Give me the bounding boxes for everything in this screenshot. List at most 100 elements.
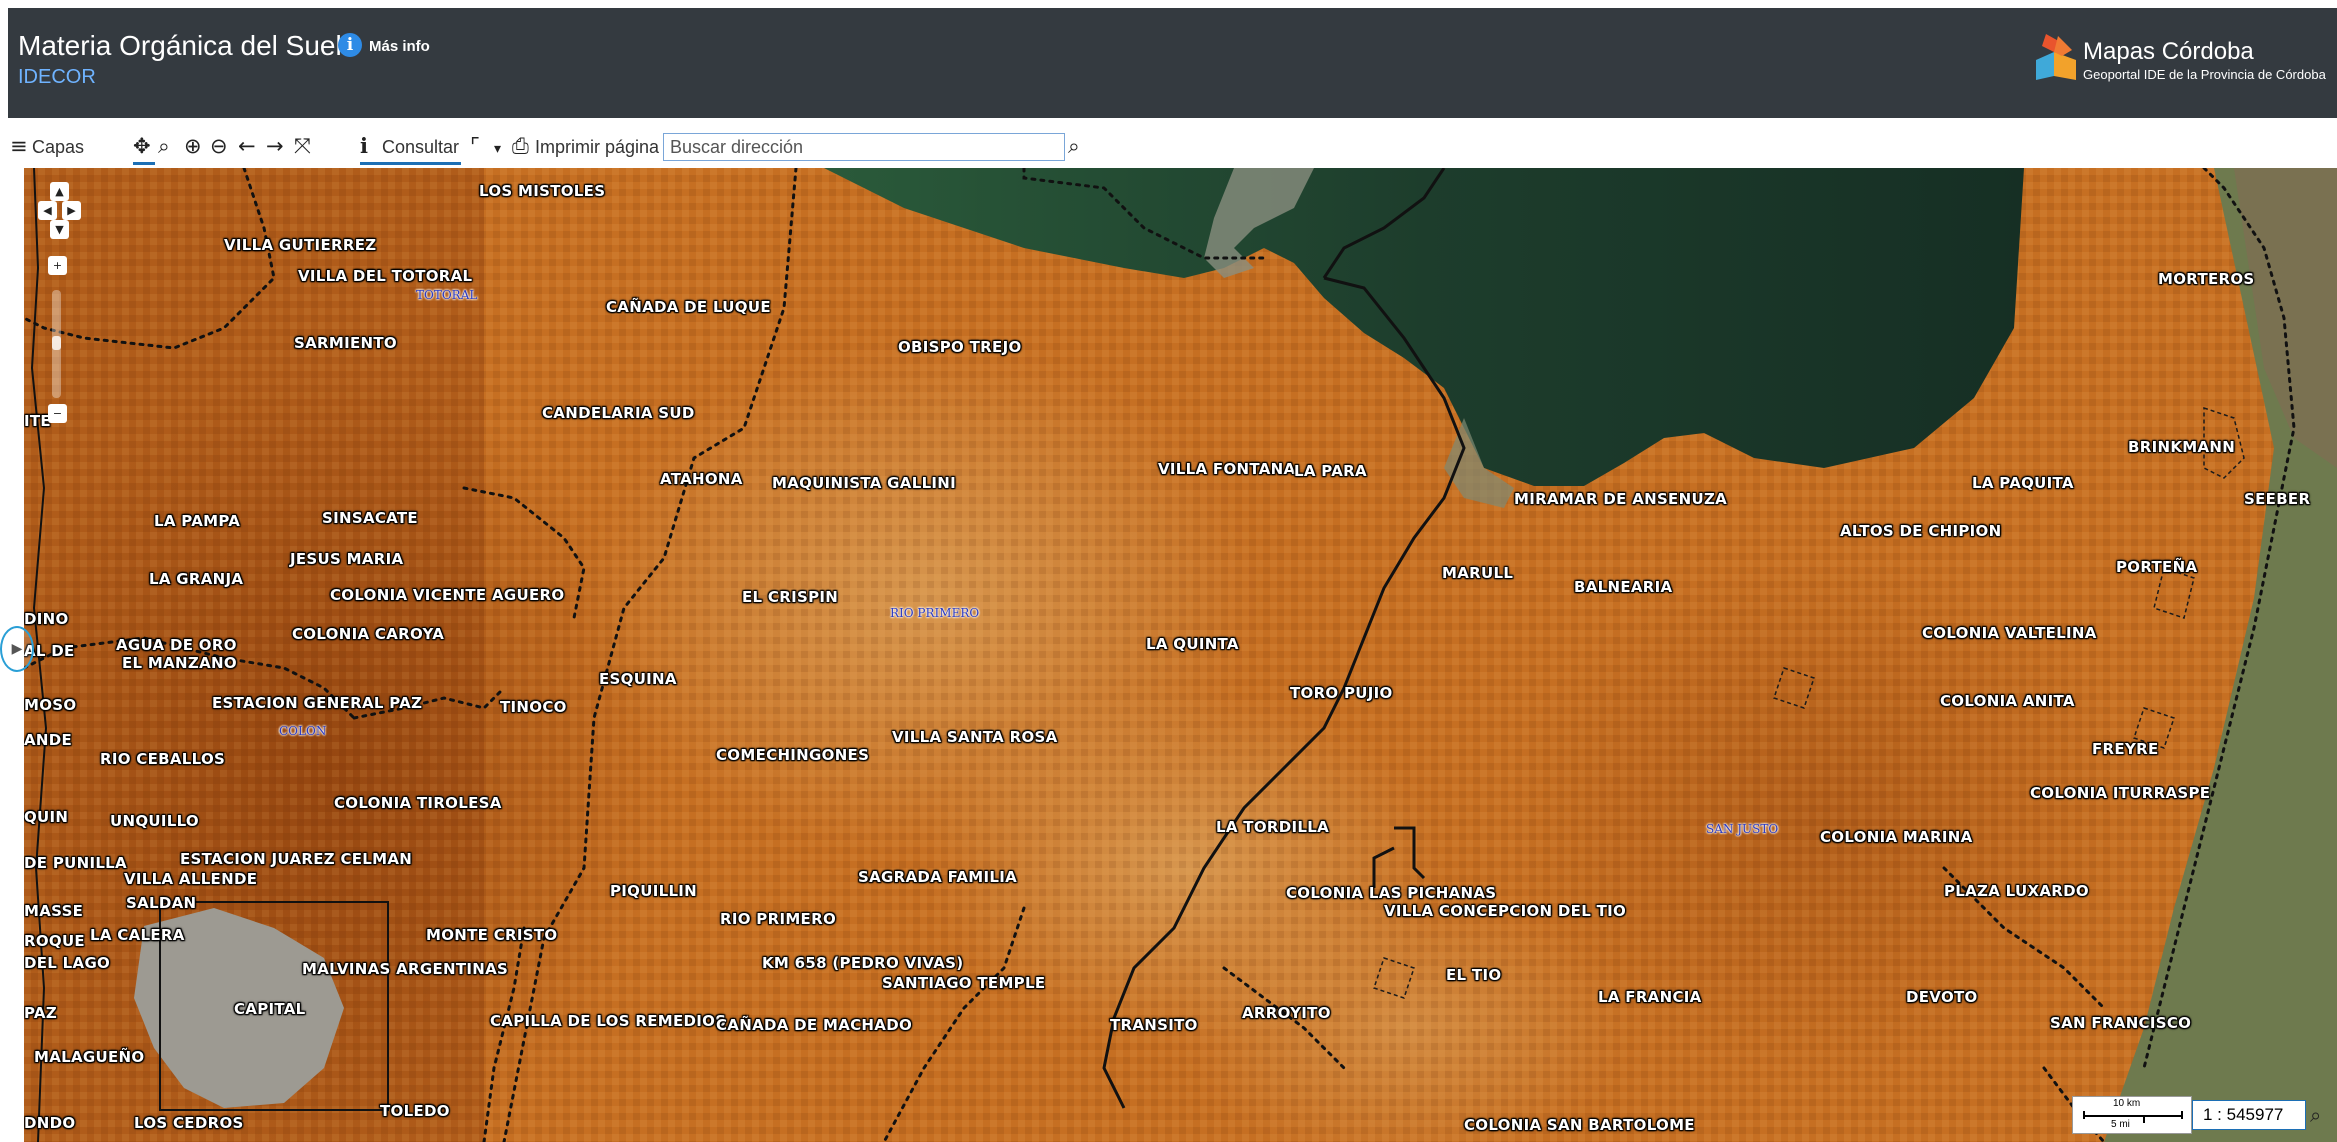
scale-ratio-input[interactable]: 1 : 545977 — [2192, 1100, 2306, 1130]
place-label: COMECHINGONES — [716, 746, 870, 764]
zoom-in-icon[interactable]: ⊕ — [184, 134, 202, 158]
place-label: SANTIAGO TEMPLE — [882, 974, 1046, 992]
place-label: DEL LAGO — [24, 954, 111, 972]
scale-search-icon[interactable]: ⌕ — [2310, 1103, 2322, 1127]
scale-bar: 10 km 5 mi — [2072, 1096, 2192, 1134]
place-label: MARULL — [1442, 564, 1514, 582]
pan-down-button[interactable]: ▼ — [50, 220, 69, 239]
place-label: VILLA ALLENDE — [124, 870, 258, 888]
place-label: ANDE — [24, 731, 73, 749]
place-label: KM 658 (PEDRO VIVAS) — [762, 954, 964, 972]
brand-name: Mapas Córdoba — [2083, 38, 2254, 65]
search-icon[interactable]: ⌕ — [1068, 134, 1080, 158]
place-label: CAPITAL — [234, 1000, 306, 1018]
scale-tick — [2181, 1111, 2183, 1119]
scale-line — [2083, 1115, 2183, 1117]
place-label: SEEBER — [2244, 490, 2311, 508]
place-label: FREYRE — [2092, 740, 2159, 758]
place-label: ROQUE — [24, 932, 85, 950]
place-label: COLONIA CAROYA — [292, 625, 445, 643]
place-label: LA PARA — [1294, 462, 1367, 480]
query-button[interactable]: Consultar — [382, 137, 460, 157]
place-label: TORO PUJIO — [1290, 684, 1393, 702]
info-icon[interactable]: i — [338, 33, 362, 57]
place-label: MORTEROS — [2158, 270, 2255, 288]
place-label: ESTACION JUAREZ CELMAN — [180, 850, 413, 868]
place-label: VILLA FONTANA — [1158, 460, 1296, 478]
address-search-input[interactable] — [663, 133, 1065, 161]
place-label: ALTOS DE CHIPION — [1840, 522, 2002, 540]
map-toolbar: ≡ Capas ✥ ⌕ ⊕ ⊖ ← → ⤧ ℹ Consultar ⌜ ▾ ⎙ … — [0, 118, 2337, 168]
place-label: ARROYITO — [1242, 1004, 1331, 1022]
info-query-icon[interactable]: ℹ — [360, 134, 368, 158]
place-label: MOSO — [24, 696, 77, 714]
print-icon[interactable]: ⎙ — [512, 134, 529, 158]
menu-icon[interactable]: ≡ — [10, 134, 28, 158]
brand-tagline: Geoportal IDE de la Provincia de Córdoba — [2083, 67, 2326, 82]
place-label: COLONIA VALTELINA — [1922, 624, 2097, 642]
place-label: EL TIO — [1446, 966, 1502, 984]
zoom-out-button[interactable]: − — [48, 404, 67, 423]
place-label: UNQUILLO — [110, 812, 199, 830]
measure-icon[interactable]: ⌜ — [470, 134, 480, 158]
app-subtitle: IDECOR — [18, 66, 96, 88]
zoom-in-button[interactable]: + — [48, 256, 67, 275]
scale-tick — [2083, 1111, 2085, 1119]
place-label: SAGRADA FAMILIA — [858, 868, 1018, 886]
place-label: CAÑADA DE LUQUE — [606, 298, 771, 316]
layers-button[interactable]: Capas — [32, 137, 85, 157]
place-label: RIO PRIMERO — [720, 910, 837, 928]
caret-down-icon[interactable]: ▾ — [494, 141, 502, 157]
place-label: EL CRISPIN — [742, 588, 839, 606]
full-extent-icon[interactable]: ⤧ — [294, 134, 311, 158]
scale-km-label: 10 km — [2113, 1098, 2141, 1109]
place-label: AGUA DE ORO — [116, 636, 237, 654]
place-label: MALAGUEÑO — [34, 1048, 145, 1066]
pan-icon[interactable]: ✥ — [133, 134, 151, 158]
zoom-box-icon[interactable]: ⌕ — [158, 134, 170, 158]
place-label: MALVINAS ARGENTINAS — [302, 960, 509, 978]
place-label: VILLA GUTIERREZ — [224, 236, 377, 254]
place-label: SAN FRANCISCO — [2050, 1014, 2192, 1032]
place-label: VILLA CONCEPCION DEL TIO — [1384, 902, 1627, 920]
print-page-button[interactable]: Imprimir página — [535, 137, 660, 157]
place-label: COLONIA LAS PICHANAS — [1286, 884, 1497, 902]
zoom-out-icon[interactable]: ⊖ — [210, 134, 228, 158]
place-label: CANDELARIA SUD — [542, 404, 695, 422]
place-label: AL DE — [24, 642, 75, 660]
place-label: LA PAMPA — [154, 512, 241, 530]
department-label: SAN JUSTO — [1706, 822, 1779, 836]
place-label: MASSE — [24, 902, 84, 920]
place-label: LA TORDILLA — [1216, 818, 1329, 836]
place-label: COLONIA ANITA — [1940, 692, 2075, 710]
active-tool-indicator — [133, 162, 155, 165]
pan-left-button[interactable]: ◀ — [38, 201, 57, 220]
place-label: COLONIA TIROLESA — [334, 794, 502, 812]
place-label: COLONIA VICENTE AGUERO — [330, 586, 565, 604]
place-label: DNDO — [24, 1114, 76, 1132]
place-label: BALNEARIA — [1574, 578, 1673, 596]
pan-up-button[interactable]: ▲ — [50, 182, 69, 201]
place-label: VILLA DEL TOTORAL — [298, 267, 473, 285]
place-label: EL MANZANO — [122, 654, 237, 672]
forward-arrow-icon[interactable]: → — [266, 134, 284, 158]
place-label: SINSACATE — [322, 509, 418, 527]
place-label: CAPILLA DE LOS REMEDIOS — [490, 1012, 727, 1030]
place-label: DINO — [24, 610, 69, 628]
place-label: COLONIA SAN BARTOLOME — [1464, 1116, 1695, 1134]
more-info-link[interactable]: Más info — [369, 38, 430, 55]
pan-right-button[interactable]: ▶ — [62, 201, 81, 220]
place-label: TOLEDO — [380, 1102, 450, 1120]
map-canvas[interactable]: LOS MISTOLES VILLA GUTIERREZ VILLA DEL T… — [24, 168, 2337, 1142]
place-label: MIRAMAR DE ANSENUZA — [1514, 490, 1728, 508]
back-arrow-icon[interactable]: ← — [238, 134, 256, 158]
place-label: PLAZA LUXARDO — [1944, 882, 2089, 900]
place-label: SALDAN — [126, 894, 197, 912]
zoom-slider-handle[interactable] — [52, 336, 61, 350]
place-label: LA QUINTA — [1146, 635, 1239, 653]
side-panel-toggle-button[interactable]: ▶ — [0, 626, 34, 672]
mapas-cordoba-logo-icon — [2036, 34, 2076, 80]
place-label: PIQUILLIN — [610, 882, 698, 900]
place-label: QUIN — [24, 808, 69, 826]
department-label: RIO PRIMERO — [890, 606, 980, 620]
